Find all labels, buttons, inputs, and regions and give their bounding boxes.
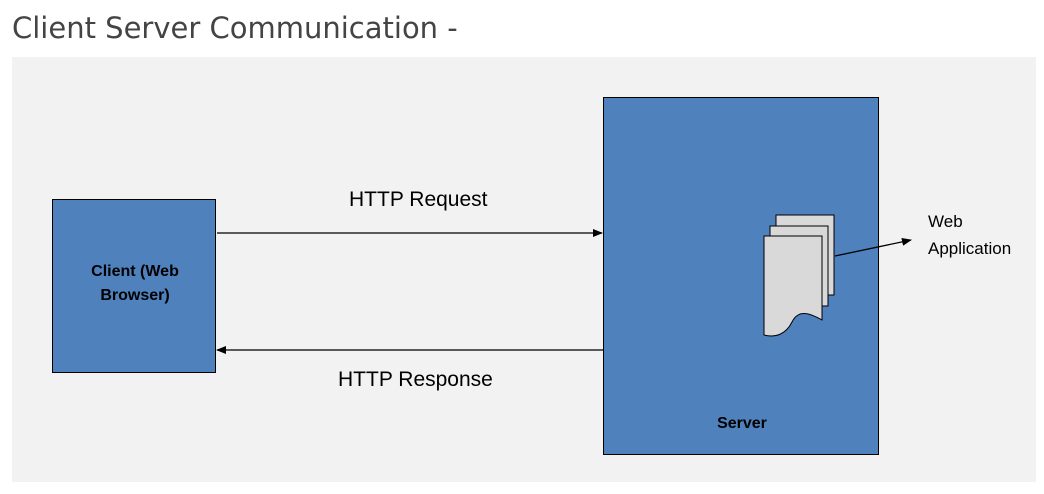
web-application-label: Web Application xyxy=(928,208,1011,262)
http-request-label: HTTP Request xyxy=(349,188,488,211)
http-response-label: HTTP Response xyxy=(338,368,493,391)
web-application-label-line-2: Application xyxy=(928,239,1012,258)
web-application-label-line-1: Web xyxy=(928,212,963,231)
client-box: Client (Web Browser) xyxy=(52,199,216,373)
client-label: Client (Web Browser) xyxy=(91,263,179,304)
web-application-arrow xyxy=(834,237,912,257)
page-title: Client Server Communication - xyxy=(12,11,458,45)
multiple-documents-icon xyxy=(763,214,835,337)
diagram-panel: Client (Web Browser) Server HTTP Request… xyxy=(12,57,1036,482)
server-label: Server xyxy=(717,415,767,432)
